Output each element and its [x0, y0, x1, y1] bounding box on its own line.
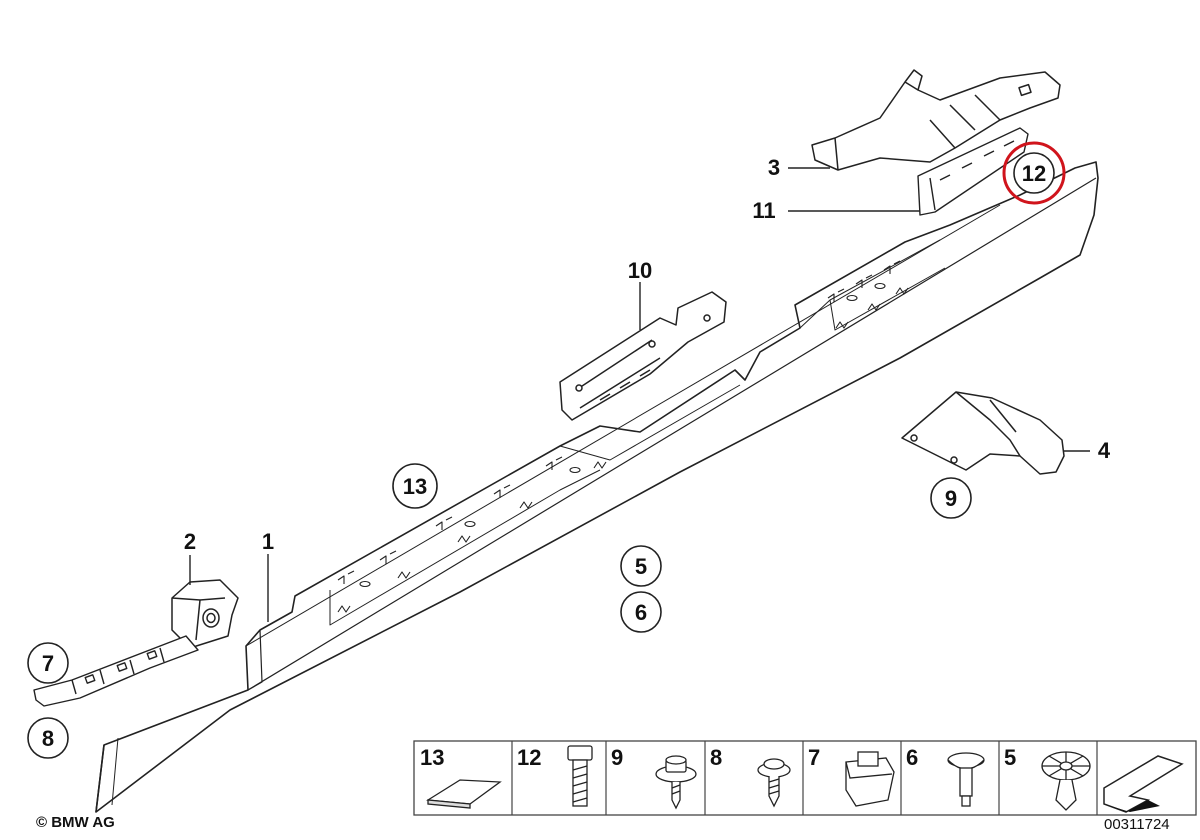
callout-labels: 1 2 3 4 10 11 5 6 7 8 9 13	[27, 141, 1111, 759]
callout-4[interactable]: 4	[1098, 438, 1111, 463]
svg-text:5: 5	[1004, 745, 1016, 770]
callout-1[interactable]: 1	[262, 529, 274, 554]
svg-text:9: 9	[611, 745, 623, 770]
screw-icon	[757, 758, 791, 808]
legend-cell-9[interactable]: 9	[611, 745, 697, 810]
callout-10[interactable]: 10	[628, 258, 652, 283]
svg-text:13: 13	[403, 474, 427, 499]
callout-6-circle[interactable]: 6	[620, 591, 662, 633]
legend-cell-5[interactable]: 5	[1004, 745, 1091, 811]
part-7-8-clip-strip[interactable]	[34, 636, 198, 706]
svg-text:7: 7	[808, 745, 820, 770]
svg-text:12: 12	[1022, 161, 1046, 186]
part-10-support[interactable]	[560, 292, 726, 420]
callout-8-circle[interactable]: 8	[27, 717, 69, 759]
part-1-side-sill[interactable]	[96, 162, 1098, 812]
svg-text:13: 13	[420, 745, 444, 770]
clip-nut-icon	[845, 751, 895, 807]
orientation-arrow-icon	[1103, 755, 1184, 813]
callout-12-circle[interactable]: 12	[1013, 152, 1055, 194]
legend-cell-7[interactable]: 7	[808, 745, 895, 807]
part-3-rear-bracket[interactable]	[812, 70, 1060, 170]
svg-text:5: 5	[635, 554, 647, 579]
svg-text:6: 6	[906, 745, 918, 770]
callout-7-circle[interactable]: 7	[27, 642, 69, 684]
adhesive-pad-icon	[426, 779, 502, 809]
svg-text:9: 9	[945, 486, 957, 511]
legend-cell-13[interactable]: 13	[420, 745, 502, 809]
callout-13-circle[interactable]: 13	[392, 463, 438, 509]
fastener-legend: 13 12 9	[413, 740, 1197, 816]
callout-9-circle[interactable]: 9	[930, 477, 972, 519]
expanding-rivet-icon	[1041, 751, 1091, 811]
rivet-icon	[947, 752, 985, 807]
legend-cell-6[interactable]: 6	[906, 745, 985, 807]
legend-cell-8[interactable]: 8	[710, 745, 791, 808]
part-2-bracket[interactable]	[172, 580, 238, 648]
svg-text:6: 6	[635, 600, 647, 625]
bolt-icon	[567, 745, 593, 807]
callout-11[interactable]: 11	[752, 198, 775, 223]
callout-2[interactable]: 2	[184, 529, 196, 554]
svg-text:12: 12	[517, 745, 541, 770]
leader-lines	[189, 167, 1090, 622]
svg-text:8: 8	[710, 745, 722, 770]
copyright-notice: © BMW AG	[36, 814, 115, 831]
svg-text:8: 8	[42, 726, 54, 751]
screw-with-washer-icon	[655, 755, 697, 810]
callout-3[interactable]: 3	[768, 155, 780, 180]
highlight-ring	[1002, 141, 1066, 205]
legend-cell-12[interactable]: 12	[517, 745, 593, 807]
svg-text:7: 7	[42, 651, 54, 676]
callout-5-circle[interactable]: 5	[620, 545, 662, 587]
part-4-arch-bracket[interactable]	[902, 392, 1064, 474]
diagram-number: 00311724	[1104, 816, 1170, 833]
part-11-clip-rail[interactable]	[918, 128, 1028, 215]
